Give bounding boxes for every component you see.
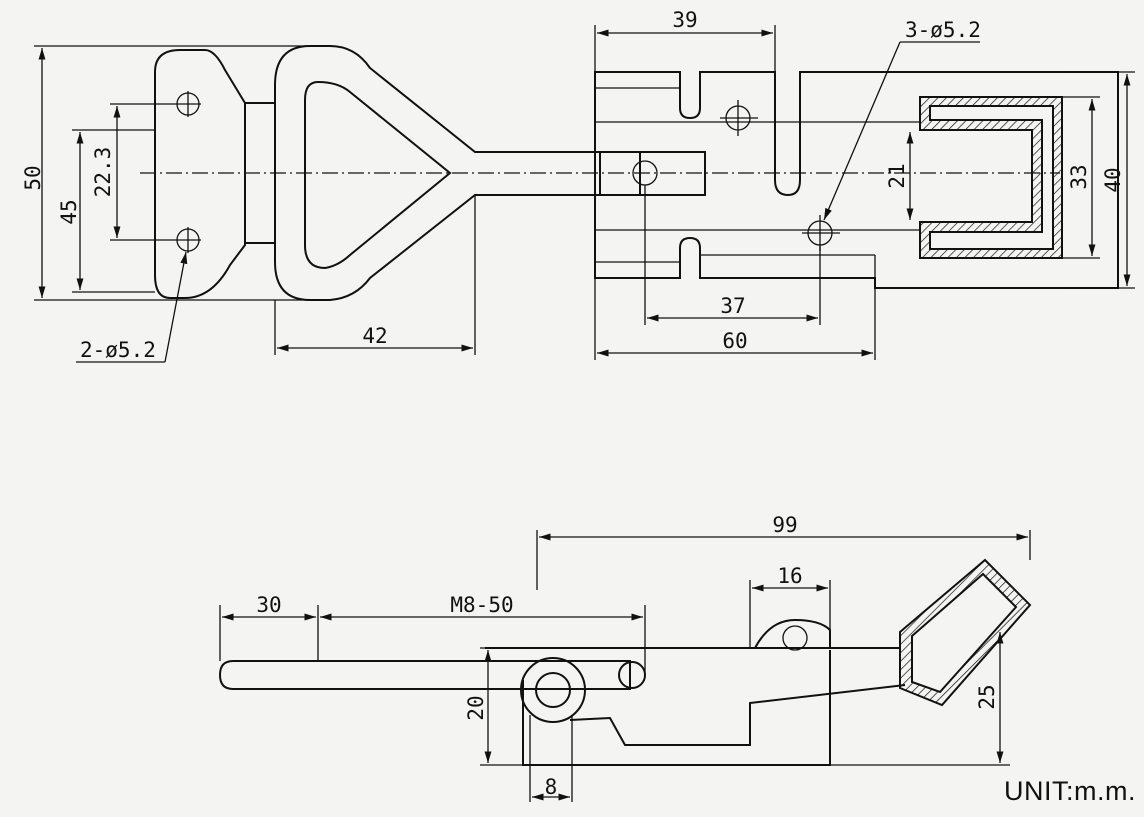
lever xyxy=(569,684,906,746)
pivot-outer xyxy=(520,657,586,723)
callout-left-holes-text: 2-ø5.2 xyxy=(80,338,156,362)
dim-text-37: 37 xyxy=(720,294,745,318)
link-arm xyxy=(522,650,831,766)
dim-base-20: 20 xyxy=(464,647,530,766)
dim-text-20: 20 xyxy=(464,695,488,720)
side-hook-section xyxy=(899,558,1032,707)
dim-height-50: 50 xyxy=(21,45,310,301)
dim-hook-33: 33 xyxy=(1062,96,1100,259)
dim-hook-40: 40 xyxy=(1062,71,1135,289)
dim-text-45: 45 xyxy=(57,199,81,224)
dim-handle-42: 42 xyxy=(274,195,476,355)
dim-text-60: 60 xyxy=(722,329,747,353)
dim-text-30: 30 xyxy=(256,593,281,617)
dim-text-50: 50 xyxy=(21,165,45,190)
dim-text-99: 99 xyxy=(772,513,797,537)
dim-top-39: 39 xyxy=(594,8,776,72)
dim-overall-99: 99 xyxy=(536,513,1031,590)
dim-slot-21: 21 xyxy=(885,132,914,220)
dim-text-22-3: 22.3 xyxy=(91,147,115,198)
dim-hole-spacing-37: 37 xyxy=(644,185,821,325)
callout-right-holes-text: 3-ø5.2 xyxy=(905,18,981,42)
threaded-rod xyxy=(218,660,631,690)
dim-text-25: 25 xyxy=(975,684,999,709)
top-view: 50 45 22.3 2-ø5.2 42 xyxy=(21,8,1135,363)
dim-pivot-16: 16 xyxy=(749,564,831,648)
roller xyxy=(754,618,831,649)
dim-pivot-8: 8 xyxy=(529,715,573,802)
dim-rod: 30 M8-50 xyxy=(219,593,646,675)
pivot-inner xyxy=(535,672,571,708)
callout-left-holes: 2-ø5.2 xyxy=(76,251,188,363)
dim-text-m8-50: M8-50 xyxy=(450,593,513,617)
dim-hole-pitch: 22.3 xyxy=(91,103,175,241)
unit-label: UNIT:m.m. xyxy=(1004,776,1136,806)
left-mounting-plate xyxy=(154,49,276,299)
hook-section xyxy=(919,96,1063,259)
dim-text-42: 42 xyxy=(362,324,387,348)
dim-overall-60: 60 xyxy=(594,278,876,360)
triangle-handle xyxy=(274,45,641,301)
dim-text-8: 8 xyxy=(545,775,558,799)
rod-eye xyxy=(618,661,646,689)
dim-text-40: 40 xyxy=(1101,167,1125,192)
dim-text-16: 16 xyxy=(777,564,802,588)
callout-right-holes: 3-ø5.2 xyxy=(823,18,981,221)
dim-text-21: 21 xyxy=(885,163,909,188)
dim-hook-25: 25 xyxy=(830,632,1010,766)
dim-text-39: 39 xyxy=(672,8,697,32)
dim-text-33: 33 xyxy=(1067,164,1091,189)
side-view: 99 30 M8-50 16 20 xyxy=(218,513,1032,802)
